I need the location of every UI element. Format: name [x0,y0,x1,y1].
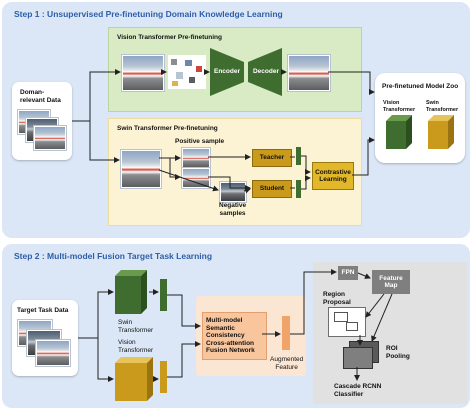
encoder-shape [210,48,244,96]
patch [196,66,202,72]
roi-box-front [343,347,373,369]
student-feature [296,180,301,198]
swin-model-cube [115,270,147,314]
zoo-swin-cube [428,115,454,149]
patch [171,59,177,65]
zoo-vit-cube [386,115,412,149]
patch [185,60,192,66]
decoder-shape [248,48,282,96]
step2-vit-label: Vision Transformer [118,339,154,354]
roi-pooling-label: ROI Pooling [386,345,410,360]
augmented-feature [282,316,290,350]
student-box: Student [252,180,292,198]
patch [189,77,195,83]
swin-feature [160,279,167,311]
patch [172,81,178,86]
decoder-label: Decoder [252,68,279,76]
vit-feature [160,361,167,393]
step2-title: Step 2 : Multi-model Fusion Target Task … [14,251,213,261]
fusion-network-box: Multi-model Semantic Consistency Cross-a… [202,312,267,360]
proposal-box-1 [334,312,348,322]
positive-sample-image-2 [182,168,210,188]
encoder-label: Encoder [213,68,240,76]
proposal-box-2 [346,322,358,331]
teacher-feature [296,147,301,165]
zoo-swin-label: Swin Transformer [426,100,459,113]
target-data-label: Target Task Data [17,307,69,314]
fpn-box: FPN [338,266,358,280]
cascade-classifier-label: Cascade RCNN Classifier [334,383,382,398]
model-zoo-title: Pre-finetuned Model Zoo [382,83,459,90]
vit-input-image [122,55,164,91]
patch [176,72,183,79]
step2-swin-label: Swin Transformer [118,319,154,334]
positive-sample-image [182,148,210,168]
vit-model-cube [115,357,153,401]
contrastive-learning-box: Contrastive Learning [312,162,354,190]
domain-data-label: Doman- relevant Data [20,89,61,104]
negative-samples-label: Negative samples [219,202,247,217]
negative-sample-image [220,182,246,202]
vit-output-image [288,55,330,91]
zoo-vit-label: Vision Transformer [383,100,416,113]
vit-pretrain-title: Vision Transformer Pre-finetuning [117,34,222,41]
region-proposal-label: Region Proposal [323,291,351,306]
domain-image-3 [34,126,66,150]
augmented-feature-label: Augmented Feature [270,356,304,371]
feature-map-box: Feature Map [372,270,410,294]
step1-title: Step 1 : Unsupervised Pre-finetuning Dom… [14,9,283,19]
swin-pretrain-title: Swin Transformer Pre-finetuning [117,125,218,132]
target-image-3 [36,340,70,366]
swin-input-image [121,150,161,188]
positive-sample-label: Positive sample [175,138,225,145]
teacher-box: Teacher [252,149,292,167]
